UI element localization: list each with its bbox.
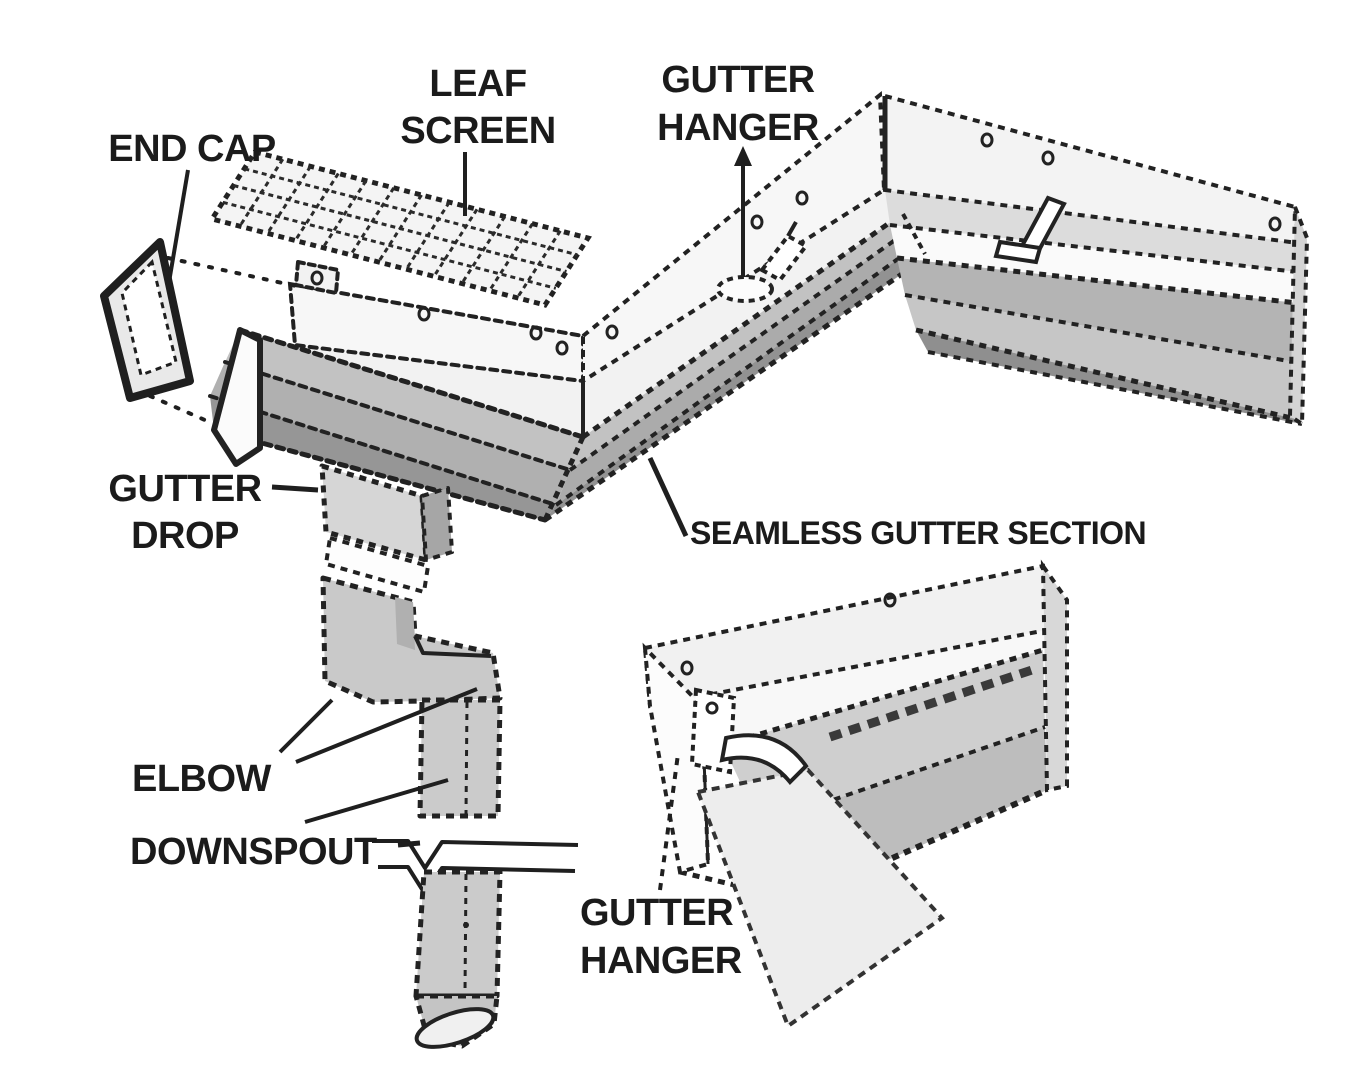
detail-hanger-hole (705, 701, 719, 715)
leader-gutter-hanger-bottom (658, 753, 680, 891)
gutter-c-front-upper (897, 258, 1300, 363)
downspout-lower (413, 869, 503, 999)
downspout-collar (324, 536, 430, 594)
downspout-assembly (319, 463, 579, 1049)
gutter-a-open-end-face (211, 327, 263, 467)
gutter-b-screw-holes (605, 190, 809, 340)
end-cap-projection-line-top (166, 256, 298, 288)
label-gutter-hanger-top-line1: GUTTER (661, 59, 814, 101)
gutter-c-front-lower (905, 295, 1300, 420)
downspout-upper (417, 697, 503, 819)
gutter-c-interior-back (885, 190, 1298, 272)
leaf-screen-part (208, 149, 592, 308)
gutter-a-bottom (210, 396, 556, 520)
gutter-hanger-spike (716, 146, 809, 303)
elbow-inner-crease (413, 635, 492, 658)
gutter-b-interior (583, 190, 905, 437)
leader-downspout-2 (397, 840, 421, 848)
label-gutter-hanger-bottom-line2: HANGER (580, 940, 742, 982)
gutter-far-corner-front-seam (901, 213, 927, 255)
gutter-drop-outlet-side (420, 486, 454, 562)
gutter-c-end-face (1287, 206, 1310, 428)
detail-end-face-right (1040, 559, 1069, 793)
gutter-a-screw-holes (310, 270, 569, 356)
detail-hanger-flap (695, 767, 946, 1030)
gutter-corner-front-seam (542, 435, 586, 522)
gutter-a-front-upper (225, 330, 583, 470)
gutter-b-bottom (545, 243, 928, 520)
leaf-screen-grid (222, 158, 578, 299)
downspout-rivet (463, 922, 469, 928)
detail-interior (650, 630, 1047, 745)
label-gutter-hanger-bottom-line1: GUTTER (580, 892, 733, 934)
spike-head (734, 146, 752, 166)
end-cap-projection-line-bottom (148, 394, 216, 426)
leader-downspout-1 (304, 778, 449, 824)
elbow-shading (395, 597, 415, 650)
label-downspout: DOWNSPOUT (130, 831, 377, 873)
label-end-cap: END CAP (108, 128, 276, 170)
gutter-b-front-lower (556, 228, 920, 505)
detail-gutter-section (642, 559, 1069, 1030)
label-elbow: ELBOW (132, 758, 272, 800)
gutter-c-screw-holes (980, 132, 1282, 232)
leader-elbow-1 (278, 698, 334, 754)
seamless-gutter-run-left (208, 259, 586, 523)
leader-seamless-gutter-section (647, 456, 689, 538)
hanger-ferrule (716, 275, 774, 303)
detail-hanger-hook (719, 733, 809, 785)
label-gutter-drop-line1: GUTTER (108, 468, 261, 510)
seamless-gutter-run-right (882, 93, 1310, 428)
gutter-hanger-bracket-right (993, 195, 1067, 265)
end-cap-part (100, 238, 298, 426)
leader-gutter-drop (271, 484, 319, 493)
gutter-a-front-lower (210, 362, 570, 505)
label-gutter-hanger-top-line2: HANGER (657, 107, 819, 149)
detail-screw-holes (680, 592, 897, 676)
downspout-outlet-opening (414, 1007, 496, 1049)
gutter-b-fascia-strip (581, 90, 887, 385)
label-seamless-gutter-section: SEAMLESS GUTTER SECTION (690, 515, 1146, 551)
gutter-c-interior-front (890, 225, 1297, 303)
label-leaf-screen-line2: SCREEN (400, 110, 555, 152)
seamless-gutter-run-middle (542, 90, 930, 523)
leader-elbow-2 (295, 687, 478, 764)
gutter-drop-outlet (319, 463, 429, 563)
label-gutter-drop-line2: DROP (131, 515, 239, 557)
downspout-seam-lower (463, 873, 468, 993)
hanger-strap (759, 233, 809, 283)
detail-ogee-shadow-stripe (828, 663, 1040, 742)
label-leaf-screen-line1: LEAF (429, 63, 526, 105)
end-cap-inner-face (120, 258, 178, 377)
labels-layer: END CAP LEAF SCREEN GUTTER HANGER GUTTER… (108, 59, 1146, 982)
leader-end-cap (166, 169, 190, 289)
gutter-a-strip-tab (293, 259, 341, 296)
gutter-b-front-upper (570, 212, 912, 470)
